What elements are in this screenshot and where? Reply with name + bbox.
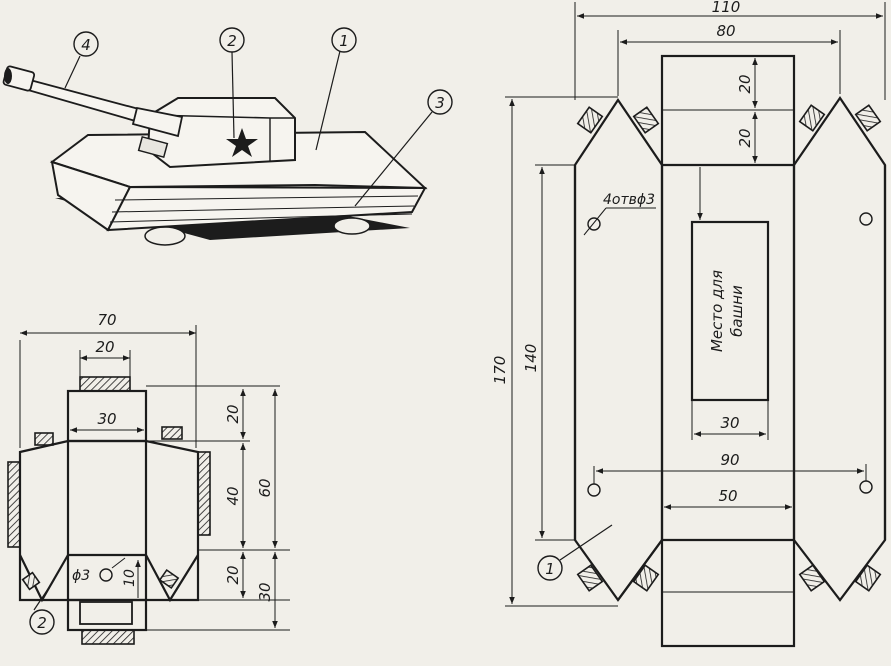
hull-dim-30: 30	[720, 414, 739, 432]
cutout-label-line2: башни	[728, 285, 746, 337]
hull-dim-90: 90	[720, 451, 739, 469]
turret-hole-label: ϕ3	[72, 568, 90, 584]
turret-dim-30-bottom: 30	[256, 582, 274, 601]
turret-dim-60: 60	[256, 478, 274, 497]
hull-callout-1: 1	[545, 560, 555, 578]
hull-dim-seg1: 20	[736, 74, 754, 93]
callouts-isometric: 4 2 1 3	[64, 27, 453, 207]
cutout-label-line1: Место для	[708, 270, 726, 352]
callout-4: 4	[81, 36, 91, 54]
turret-dim-seg-top: 20	[224, 404, 242, 423]
hull-holes-label: 4отвϕ3	[603, 192, 655, 208]
callout-2: 2	[227, 32, 237, 50]
turret-callout-2: 2	[37, 614, 47, 632]
hull-dim-170: 170	[491, 356, 509, 385]
callout-1: 1	[339, 32, 349, 50]
hull-dim-seg2: 20	[736, 128, 754, 147]
wheel-rear	[333, 217, 371, 235]
wheel-front	[144, 226, 186, 246]
hull-dim-140: 140	[522, 344, 540, 373]
turret-dim-30: 30	[97, 410, 116, 428]
callout-3: 3	[435, 94, 445, 112]
tank-turret	[137, 97, 296, 169]
tank-gun	[2, 65, 184, 138]
turret-unfold-pattern: 70 20 30 20 40 20 60 30 ϕ3 10 2	[7, 311, 290, 645]
hull-dim-110: 110	[712, 0, 741, 16]
turret-dim-10: 10	[122, 569, 138, 587]
tank-isometric-view: 4 2 1 3	[2, 27, 453, 246]
turret-dim-seg-bottom: 20	[224, 565, 242, 584]
turret-dim-seg-mid: 40	[224, 486, 242, 505]
turret-dim-70: 70	[97, 311, 116, 329]
turret-dim-tab-20: 20	[95, 338, 114, 356]
hull-dim-80: 80	[716, 22, 735, 40]
hull-dim-50: 50	[718, 487, 737, 505]
turret-place-cutout	[690, 220, 770, 402]
star-icon	[226, 128, 258, 157]
hull-unfold-pattern: Место для башни 4отвϕ3 110 80 20 20 170 …	[491, 0, 887, 648]
